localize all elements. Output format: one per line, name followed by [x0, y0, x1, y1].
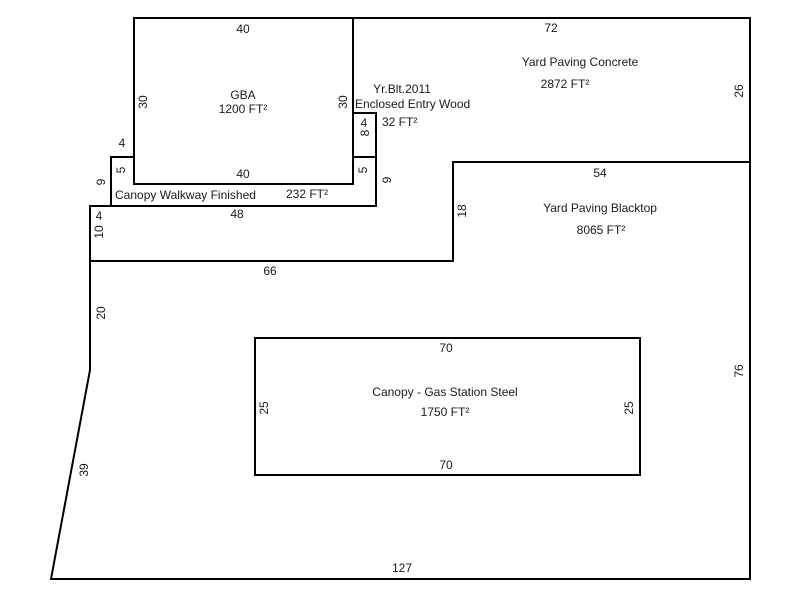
walkway-dim-left-outer: 9 — [94, 178, 108, 186]
canopy-gas-dim-right: 25 — [622, 401, 636, 415]
walkway-area: 232 FT² — [286, 187, 329, 201]
gba-dim-bottom: 40 — [236, 167, 250, 181]
gba-dim-left: 30 — [136, 95, 150, 109]
canopy-gas-area: 1750 FT² — [420, 405, 470, 419]
canopy-gas-outline — [254, 337, 641, 476]
concrete-name: Yard Paving Concrete — [521, 55, 639, 69]
blacktop-area: 8065 FT² — [576, 223, 626, 237]
enclosed-entry-dim-top: 4 — [360, 116, 368, 130]
enclosed-entry-area: 32 FT² — [382, 115, 418, 129]
walkway-dim-right-outer: 9 — [380, 176, 394, 184]
walkway-dim-top-left: 4 — [118, 136, 126, 150]
blacktop-dim-left-step: 18 — [455, 204, 469, 218]
blacktop-dim-diagonal: 39 — [77, 463, 91, 477]
gba-area: 1200 FT² — [218, 102, 268, 116]
gba-dim-right: 30 — [336, 95, 350, 109]
enclosed-entry-dim-side: 8 — [358, 129, 372, 137]
walkway-dim-right-inner: 5 — [356, 166, 370, 174]
blacktop-dim-top: 54 — [593, 166, 607, 180]
blacktop-dim-step-top: 4 — [95, 209, 103, 223]
concrete-dim-top: 72 — [544, 21, 558, 35]
walkway-name: Canopy Walkway Finished — [115, 188, 256, 202]
concrete-area: 2872 FT² — [540, 77, 590, 91]
enclosed-entry-name: Enclosed Entry Wood — [355, 97, 471, 111]
walkway-dim-bottom: 48 — [230, 207, 244, 221]
blacktop-dim-left: 20 — [94, 306, 108, 320]
canopy-gas-dim-bottom: 70 — [439, 458, 453, 472]
gba-name: GBA — [230, 88, 256, 102]
blacktop-dim-step-side: 10 — [92, 225, 106, 239]
blacktop-name: Yard Paving Blacktop — [543, 201, 657, 215]
canopy-walkway-outline — [110, 156, 377, 207]
blacktop-dim-bottom: 127 — [391, 561, 413, 575]
blacktop-dim-right: 76 — [732, 364, 746, 378]
gba-dim-top: 40 — [236, 22, 250, 36]
blacktop-dim-step-width: 66 — [263, 264, 277, 278]
canopy-gas-name: Canopy - Gas Station Steel — [372, 385, 518, 399]
concrete-dim-right: 26 — [732, 84, 746, 98]
blacktop-boundary — [89, 161, 751, 262]
enclosed-entry-year: Yr.Blt.2011 — [373, 82, 431, 96]
walkway-dim-left-inner: 5 — [114, 166, 128, 174]
canopy-gas-dim-left: 25 — [257, 401, 271, 415]
canopy-gas-dim-top: 70 — [439, 341, 453, 355]
